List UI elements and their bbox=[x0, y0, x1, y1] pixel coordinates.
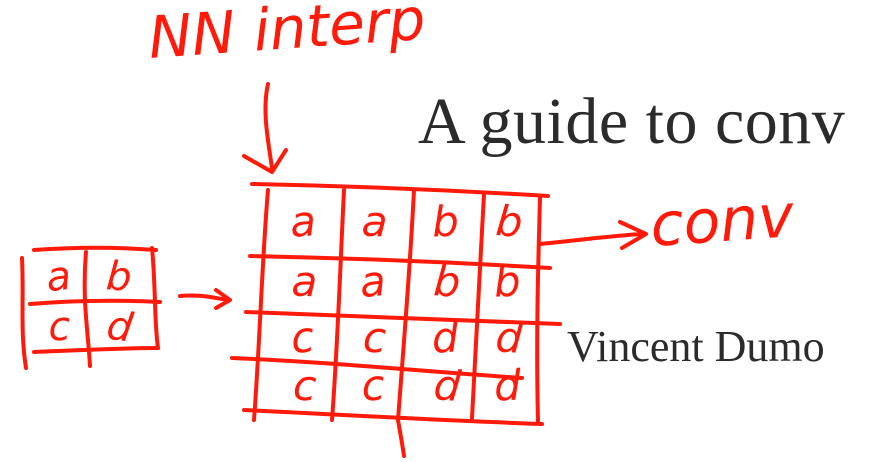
conv-label: conv bbox=[648, 181, 797, 261]
large-grid-cell-3-0: c bbox=[292, 360, 318, 410]
large-grid-cell-2-3: d bbox=[494, 312, 524, 363]
conv-arrow bbox=[538, 232, 644, 246]
right-arrow-head bbox=[214, 288, 232, 310]
large-grid-cell-3-3: d bbox=[493, 361, 522, 411]
conv-arrow-head bbox=[618, 220, 648, 250]
large-grid-cell-3-1: c bbox=[360, 360, 386, 410]
large-grid bbox=[230, 182, 562, 458]
small-grid-cell-1-1: d bbox=[104, 303, 136, 352]
small-grid-cell-1-0: c bbox=[47, 303, 71, 350]
large-grid-cell-1-0: a bbox=[291, 257, 318, 307]
small-grid-cell-0-0: a bbox=[44, 253, 73, 301]
nn-interp-label: NN interp bbox=[146, 0, 427, 72]
large-grid-cell-3-2: d bbox=[432, 360, 463, 411]
right-arrow bbox=[178, 293, 230, 302]
small-grid bbox=[20, 245, 162, 370]
down-arrow-head bbox=[242, 148, 288, 174]
large-grid-cell-0-0: a bbox=[288, 196, 317, 247]
paper-author: Vincent Dumo bbox=[567, 322, 825, 371]
large-grid-cell-1-3: b bbox=[493, 256, 522, 306]
large-grid-cell-2-1: c bbox=[362, 313, 387, 363]
large-grid-cell-1-2: b bbox=[432, 256, 462, 307]
large-grid-cell-0-1: a bbox=[361, 196, 389, 246]
small-grid-cell-0-1: b bbox=[105, 253, 134, 301]
paper-title: A guide to conv bbox=[418, 85, 846, 158]
large-grid-cell-2-0: c bbox=[288, 312, 316, 363]
large-grid-cell-2-2: d bbox=[431, 312, 461, 362]
large-grid-cell-1-1: a bbox=[358, 256, 388, 307]
large-grid-cell-0-2: b bbox=[431, 197, 459, 247]
down-arrow bbox=[263, 82, 274, 170]
large-grid-cell-0-3: b bbox=[494, 196, 525, 247]
